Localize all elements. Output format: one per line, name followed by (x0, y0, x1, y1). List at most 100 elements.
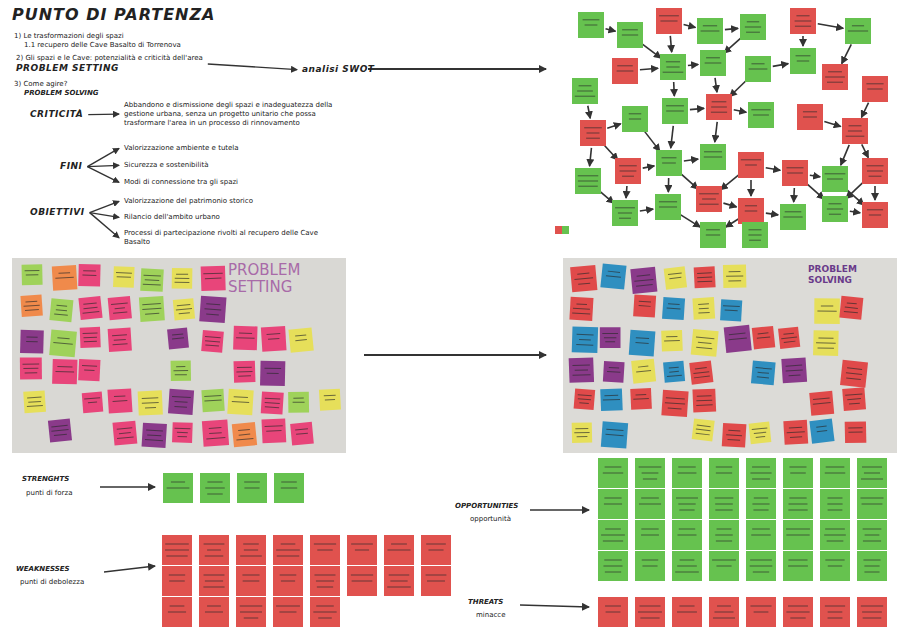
note-scribble (316, 581, 334, 582)
note-scribble (203, 587, 224, 588)
network-arrow (588, 106, 590, 119)
note-paper (746, 489, 776, 519)
note-scribble (576, 344, 593, 346)
note-scribble (147, 434, 161, 436)
note-scribble (786, 612, 809, 613)
note-scribble (818, 337, 833, 338)
sticky-note (162, 535, 192, 565)
note-scribble (575, 96, 595, 97)
note-scribble (747, 21, 759, 22)
network-arrow (724, 37, 742, 53)
sticky-note (672, 597, 702, 627)
note-scribble (790, 436, 802, 438)
note-scribble (53, 343, 72, 345)
network-arrow (850, 211, 860, 213)
note-scribble (142, 397, 158, 399)
note-paper (660, 54, 686, 80)
note-scribble (177, 305, 190, 306)
note-paper (709, 520, 739, 550)
network-arrow (846, 181, 864, 198)
sticky-note (199, 535, 229, 565)
note-scribble (659, 207, 677, 208)
sticky-note (236, 597, 266, 627)
sticky-note (809, 418, 834, 443)
note-paper (783, 520, 813, 550)
note-paper (199, 566, 229, 596)
note-scribble (680, 560, 695, 561)
note-paper (662, 297, 685, 320)
note-scribble (25, 301, 37, 303)
note-scribble (605, 572, 621, 573)
sticky-note (601, 421, 628, 448)
note-scribble (209, 427, 222, 429)
note-paper (319, 389, 341, 411)
note-scribble (88, 402, 97, 404)
sticky-note (857, 458, 887, 488)
sticky-note (310, 566, 340, 596)
note-paper (672, 458, 702, 488)
note-scribble (827, 504, 842, 505)
note-scribble (82, 275, 96, 276)
sticky-note (575, 168, 601, 194)
sticky-note (783, 420, 808, 445)
note-paper (720, 299, 742, 321)
note-scribble (574, 432, 589, 433)
note-scribble (389, 575, 410, 576)
note-scribble (813, 398, 830, 399)
note-scribble (604, 504, 622, 505)
sticky-note (797, 104, 823, 130)
photo-ground (563, 258, 897, 453)
note-scribble (715, 504, 733, 505)
sticky-note (78, 359, 100, 381)
note-scribble (867, 171, 883, 172)
note-scribble (846, 136, 865, 137)
photo-title: PROBLEM SOLVING (808, 264, 888, 287)
note-scribble (864, 572, 879, 573)
note-scribble (642, 560, 658, 561)
sticky-note (52, 265, 78, 291)
note-scribble (789, 374, 801, 376)
note-scribble (266, 430, 281, 432)
sticky-note (857, 551, 887, 581)
note-scribble (695, 368, 707, 369)
note-paper (49, 298, 73, 322)
note-paper (692, 389, 716, 413)
note-paper (572, 327, 598, 353)
note-scribble (620, 171, 637, 172)
note-paper (201, 330, 224, 353)
sticky-note (421, 535, 451, 565)
note-scribble (25, 372, 38, 373)
sticky-note (662, 98, 688, 124)
note-scribble (825, 529, 845, 530)
note-scribble (602, 333, 618, 334)
note-scribble (696, 400, 712, 402)
note-scribble (634, 279, 653, 281)
note-scribble (829, 214, 841, 215)
note-scribble (83, 337, 96, 339)
note-scribble (57, 305, 68, 306)
sticky-note (751, 361, 776, 386)
note-paper (783, 458, 813, 488)
note-scribble (204, 400, 221, 401)
note-scribble (640, 606, 661, 607)
note-scribble (207, 550, 221, 551)
note-scribble (264, 368, 281, 369)
sticky-note (709, 597, 739, 627)
sticky-note (20, 330, 44, 354)
note-scribble (789, 498, 806, 499)
network-arrow (590, 148, 592, 166)
note-scribble (281, 544, 296, 545)
note-scribble (117, 437, 134, 439)
network-arrow (734, 110, 747, 112)
note-scribble (696, 433, 710, 435)
note-scribble (172, 396, 191, 397)
note-scribble (864, 473, 880, 474)
note-scribble (55, 277, 73, 278)
network-arrow (684, 25, 696, 28)
node-text: Modi di connessione tra gli spazi (124, 178, 238, 187)
note-scribble (204, 396, 221, 397)
note-scribble (717, 606, 731, 607)
note-scribble (204, 544, 225, 545)
note-paper (261, 326, 287, 352)
note-scribble (668, 303, 680, 305)
